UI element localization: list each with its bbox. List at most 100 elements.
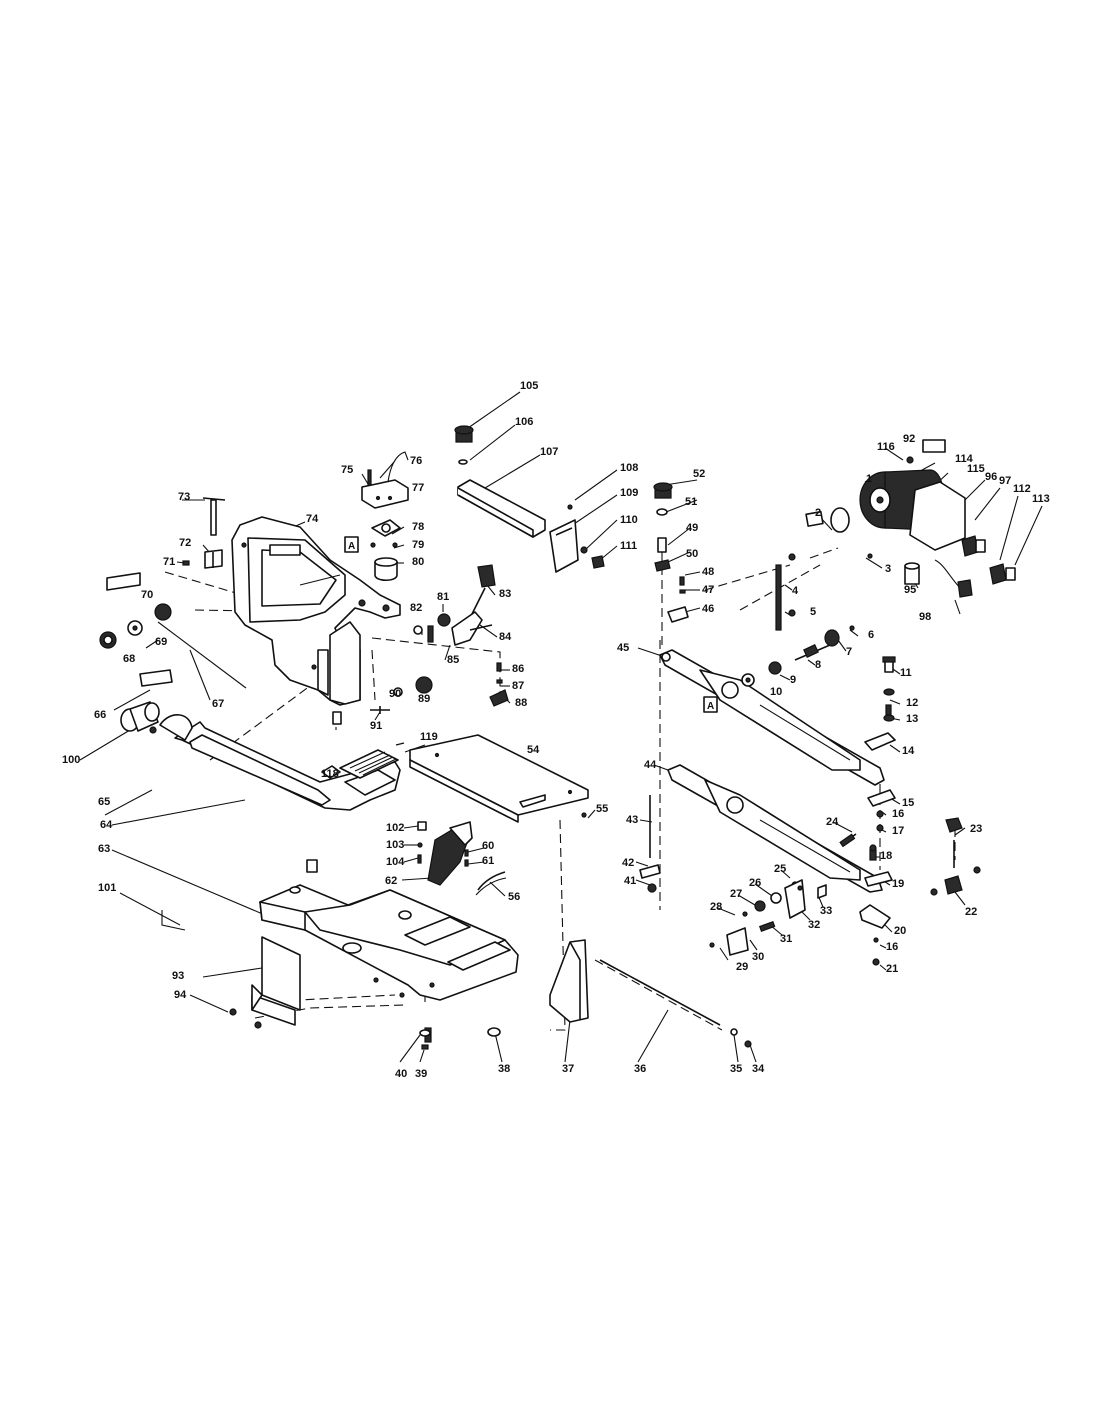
callout-47: 47 xyxy=(702,584,714,596)
callout-3: 3 xyxy=(885,563,891,575)
callout-numbers: 1234567891011121314151617181920162122232… xyxy=(62,380,1050,1080)
callout-67: 67 xyxy=(212,698,224,710)
callout-22: 22 xyxy=(965,906,977,918)
callout-10: 10 xyxy=(770,686,782,698)
part-75-80-tension-head xyxy=(361,451,409,582)
callout-33: 33 xyxy=(820,905,832,917)
callout-72: 72 xyxy=(179,537,191,549)
part-101-dust-port xyxy=(120,701,160,732)
callout-109: 109 xyxy=(620,487,638,499)
part-1-motor xyxy=(805,439,973,598)
callout-64: 64 xyxy=(100,819,113,831)
callout-45: 45 xyxy=(617,642,629,654)
callout-6: 6 xyxy=(868,629,874,641)
callout-44: 44 xyxy=(644,759,657,771)
callout-114: 114 xyxy=(955,453,974,465)
callout-29: 29 xyxy=(736,961,748,973)
callout-34: 34 xyxy=(752,1063,765,1075)
callout-104: 104 xyxy=(386,856,405,868)
part-97-114-switch-parts xyxy=(961,535,1016,585)
callout-113: 113 xyxy=(1032,493,1050,505)
callout-35: 35 xyxy=(730,1063,742,1075)
callout-16: 16 xyxy=(886,941,898,953)
callout-23: 23 xyxy=(970,823,982,835)
callout-27: 27 xyxy=(730,888,742,900)
callout-66: 66 xyxy=(94,709,106,721)
callout-63: 63 xyxy=(98,843,110,855)
reference-tag-upper-text: A xyxy=(348,541,355,552)
part-44-lower-arm xyxy=(667,764,883,893)
callout-30: 30 xyxy=(752,951,764,963)
callout-8: 8 xyxy=(815,659,821,671)
callout-16: 16 xyxy=(892,808,904,820)
callout-11: 11 xyxy=(900,667,912,679)
callout-4: 4 xyxy=(792,585,799,597)
part-11-21-right-hardware xyxy=(859,656,896,966)
reference-tag-lower: A xyxy=(703,696,718,713)
part-81-85-tension-lever xyxy=(413,564,496,646)
callout-49: 49 xyxy=(686,522,698,534)
callout-60: 60 xyxy=(482,840,494,852)
part-4-10-drive-parts xyxy=(741,553,855,687)
callout-19: 19 xyxy=(892,878,904,890)
callout-73: 73 xyxy=(178,491,190,503)
part-94-95-102-bracket-key xyxy=(161,910,301,1029)
callout-2: 2 xyxy=(815,507,821,519)
callout-56: 56 xyxy=(508,891,520,903)
callout-52: 52 xyxy=(693,468,705,480)
part-106-108-rail xyxy=(454,425,573,538)
callout-55: 55 xyxy=(596,803,608,815)
callout-68: 68 xyxy=(123,653,135,665)
callout-21: 21 xyxy=(886,963,898,975)
part-22-23-clamp xyxy=(930,817,981,896)
part-54-work-table xyxy=(409,734,589,823)
callout-42: 42 xyxy=(622,857,634,869)
callout-118: 118 xyxy=(321,768,339,780)
part-74-upper-frame xyxy=(231,516,401,706)
callout-86: 86 xyxy=(512,663,524,675)
callout-95: 95 xyxy=(904,584,916,596)
reference-tag-lower-text: A xyxy=(707,701,714,712)
callout-74: 74 xyxy=(306,513,319,525)
callout-15: 15 xyxy=(902,797,914,809)
callout-31: 31 xyxy=(780,933,792,945)
callout-61: 61 xyxy=(482,855,494,867)
callout-62: 62 xyxy=(385,875,397,887)
callout-65: 65 xyxy=(98,796,110,808)
part-37-40-support-post xyxy=(419,939,589,1050)
callout-12: 12 xyxy=(906,697,918,709)
callout-14: 14 xyxy=(902,745,915,757)
part-45-upper-arm xyxy=(659,649,885,786)
callout-71: 71 xyxy=(163,556,175,568)
part-34-36-tie-rod xyxy=(599,959,752,1048)
callout-105: 105 xyxy=(520,380,538,392)
callout-80: 80 xyxy=(412,556,424,568)
callout-48: 48 xyxy=(702,566,714,578)
callout-103: 103 xyxy=(386,839,404,851)
callout-93: 93 xyxy=(172,970,184,982)
callout-5: 5 xyxy=(810,606,816,618)
callout-97: 97 xyxy=(999,475,1011,487)
callout-88: 88 xyxy=(515,697,527,709)
part-70-73-pin-bracket-label: 70 xyxy=(106,497,226,601)
callout-78: 78 xyxy=(412,521,424,533)
callout-76: 76 xyxy=(410,455,422,467)
callout-17: 17 xyxy=(892,825,904,837)
callout-107: 107 xyxy=(540,446,558,458)
callout-77: 77 xyxy=(412,482,424,494)
callout-43: 43 xyxy=(626,814,638,826)
callout-81: 81 xyxy=(437,591,449,603)
callout-46: 46 xyxy=(702,603,714,615)
callout-20: 20 xyxy=(894,925,906,937)
part-24-33-lower-hardware xyxy=(709,833,857,956)
callout-92: 92 xyxy=(903,433,915,445)
callout-96: 96 xyxy=(985,471,997,483)
callout-75: 75 xyxy=(341,464,353,476)
part-110-112-blade-guard xyxy=(549,519,605,573)
callout-1: 1 xyxy=(866,473,872,485)
part-63-base xyxy=(259,859,519,1001)
part-67-69-knob-washer-rod xyxy=(99,603,247,689)
part-66-label-plate xyxy=(139,669,173,687)
